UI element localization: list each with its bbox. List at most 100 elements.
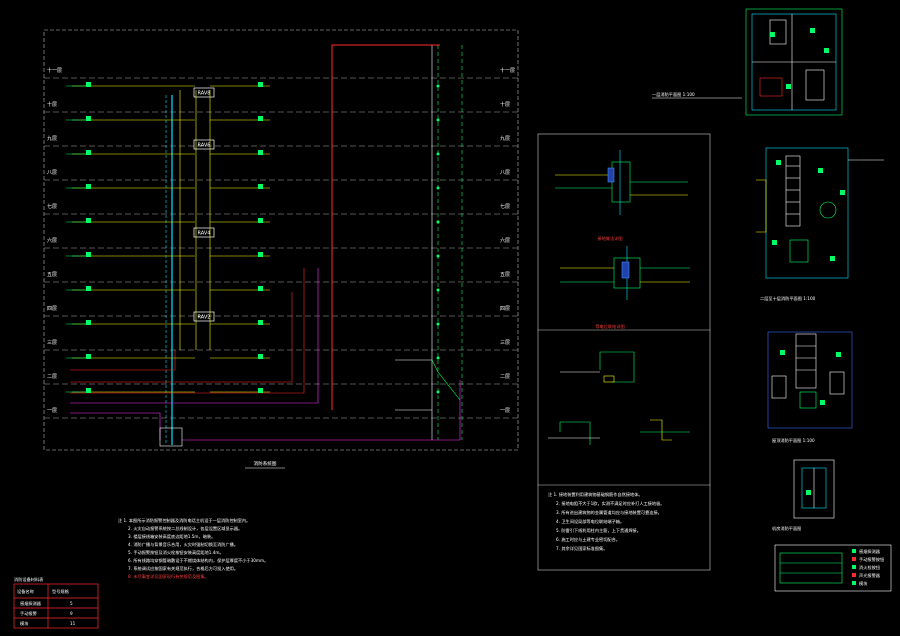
smoke-detector-icon — [86, 82, 91, 87]
svg-text:型号规格: 型号规格 — [52, 588, 70, 595]
detail-note-line: 注 1. 接地装置利用建筑物基础钢筋作自然接地体。 — [548, 491, 643, 498]
riser-diagram — [43, 29, 519, 451]
riser-note-red: 8. 未尽事宜详见国家现行有关规范及图集。 — [128, 573, 209, 580]
riser-note-line: 2. 火灾自动报警系统按二总线制设计，各层设置区域显示器。 — [128, 525, 242, 532]
riser-node — [436, 322, 440, 326]
detail-note-line: 3. 所有进出建筑物的金属管道均应与接地装置可靠连接。 — [556, 509, 662, 516]
smoke-detector-icon — [86, 286, 91, 291]
legend-row-value: 11 — [70, 621, 76, 626]
detail-title-2: 等电位联结详图 — [595, 323, 624, 330]
floor-label-left: 八层 — [47, 170, 57, 176]
svg-text:RAV6: RAV6 — [198, 143, 211, 149]
smoke-detector-icon — [86, 218, 91, 223]
floor-label-left: 九层 — [47, 135, 57, 142]
manual-alarm-icon — [258, 116, 263, 121]
plan-legend-swatch-icon — [852, 549, 856, 553]
floor-label-right: 一层 — [500, 408, 510, 414]
svg-text:RAV4: RAV4 — [198, 231, 211, 237]
legend-row-name: 手动报警 — [20, 610, 38, 617]
plan-legend-label: 手动报警按钮 — [859, 556, 884, 563]
floor-label-left: 五层 — [47, 272, 57, 278]
riser-note-line: 7. 系统调试应按国家有关规范执行，合格后方可投入使用。 — [128, 565, 238, 572]
plan-device-symbols — [770, 28, 845, 495]
smoke-detector-icon — [86, 116, 91, 121]
smoke-detector-icon — [86, 388, 91, 393]
floor-label-left: 二层 — [47, 374, 57, 380]
detail-note-line: 5. 防雷引下线利用柱内主筋，上下贯通焊接。 — [556, 527, 641, 534]
riser-note-line: 3. 楼层接线箱安装高度底边距地1.5m，暗装。 — [128, 533, 215, 540]
manual-alarm-icon — [258, 354, 263, 359]
plan-legend-swatch-icon — [852, 557, 856, 561]
floor-label-left: 六层 — [47, 237, 57, 244]
floor-label-right: 七层 — [500, 203, 510, 210]
riser-note-line: 5. 手动报警按钮及消火栓按钮安装高度距地1.4m。 — [128, 549, 224, 556]
plan-title-machine-room: 机房消防平面图 — [772, 525, 801, 532]
plan-title-typical: 二层至十层消防平面图 1:100 — [760, 295, 816, 302]
detail-note-line: 7. 其余详见国家标准图集。 — [556, 545, 607, 552]
manual-alarm-icon — [258, 150, 263, 155]
svg-text:RAV2: RAV2 — [198, 315, 211, 321]
plan-legend-label: 模块 — [859, 580, 868, 587]
legend-row-name: 模块 — [20, 620, 29, 627]
floor-label-right: 九层 — [500, 135, 510, 142]
smoke-detector-icon — [86, 150, 91, 155]
floor-label-left: 七层 — [47, 203, 57, 210]
smoke-detector-icon — [86, 320, 91, 325]
riser-title: 消防系统图 — [254, 460, 277, 467]
detail-title-1: 接地做法详图 — [597, 235, 622, 242]
floor-panel-box: RAV4 — [193, 227, 215, 238]
floor-label-right: 十层 — [500, 101, 510, 108]
riser-node — [436, 254, 440, 258]
riser-node — [436, 152, 440, 156]
plan-typical — [756, 147, 884, 279]
floor-label-left: 十一层 — [47, 67, 62, 74]
plan-legend — [774, 544, 892, 592]
riser-node — [436, 390, 440, 394]
manual-alarm-icon — [258, 320, 263, 325]
smoke-detector-icon — [86, 252, 91, 257]
svg-text:RAV8: RAV8 — [198, 91, 211, 97]
detail-sheet — [537, 133, 711, 571]
legend-row-value: 9 — [70, 611, 73, 616]
riser-node — [436, 288, 440, 292]
detail-note-line: 4. 卫生间设局部等电位联结端子箱。 — [556, 518, 624, 525]
floor-label-right: 五层 — [500, 272, 510, 278]
manual-alarm-icon — [258, 252, 263, 257]
plan-legend-label: 感烟探测器 — [859, 548, 881, 555]
floor-label-left: 十层 — [47, 101, 57, 108]
manual-alarm-icon — [258, 184, 263, 189]
riser-node — [436, 186, 440, 190]
floor-label-right: 二层 — [500, 374, 510, 380]
legend-row-name: 感烟探测器 — [20, 600, 42, 607]
legend-table — [13, 583, 99, 629]
legend-table-title: 消防设备材料表 — [14, 576, 44, 583]
smoke-detector-icon — [86, 184, 91, 189]
riser-node — [436, 84, 440, 88]
floor-label-left: 四层 — [47, 306, 57, 312]
riser-note-line: 6. 所有线路均穿钢管暗敷设于不燃烧体结构内，保护层厚度不小于30mm。 — [128, 557, 268, 564]
riser-notes: 注 1. 本图所示消防报警控制器及消防电话主机设于一层消防控制室内。2. 火灾自… — [118, 517, 268, 580]
floor-panel-box: RAV6 — [193, 139, 215, 150]
plan-machine-room — [793, 459, 835, 519]
detail-notes: 注 1. 接地装置利用建筑物基础钢筋作自然接地体。2. 接地电阻不大于1欧，实测… — [548, 491, 665, 552]
plan-title-roof: 一层消防平面图 1:100 — [652, 91, 695, 98]
plan-roof — [745, 8, 843, 116]
svg-text:设备名称: 设备名称 — [17, 588, 34, 595]
plan-legend-swatch-icon — [852, 581, 856, 585]
floor-label-right: 三层 — [500, 340, 510, 346]
riser-note-line: 注 1. 本图所示消防报警控制器及消防电话主机设于一层消防控制室内。 — [118, 517, 250, 524]
floor-panel-box: RAV8 — [193, 87, 215, 98]
plan-legend-label: 声光报警器 — [859, 572, 881, 579]
plan-legend-swatch-icon — [852, 565, 856, 569]
detail-note-line: 6. 施工时应与土建专业密切配合。 — [556, 536, 620, 543]
riser-note-line: 4. 消防广播与背景音乐合用，火灾时强制切换至消防广播。 — [128, 541, 238, 548]
plan-legend-label: 消火栓按钮 — [859, 564, 880, 571]
floor-label-right: 八层 — [500, 170, 510, 176]
manual-alarm-icon — [258, 388, 263, 393]
